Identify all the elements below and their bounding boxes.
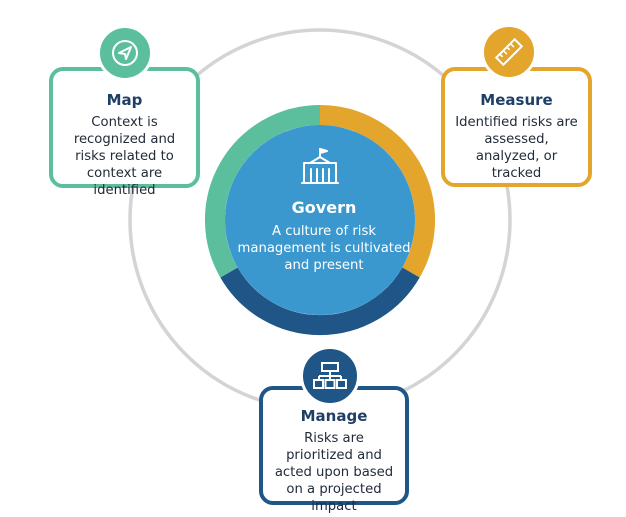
manage-description: Risks are prioritized and acted upon bas… bbox=[274, 431, 394, 514]
ruler-icon bbox=[494, 37, 524, 67]
manage-title: Manage bbox=[300, 407, 368, 425]
manage-card: Manage Risks are prioritized and acted u… bbox=[259, 386, 409, 514]
building-icon bbox=[301, 148, 339, 184]
hierarchy-icon bbox=[313, 362, 347, 389]
map-description: Context is recognized and risks related … bbox=[73, 115, 176, 198]
measure-badge bbox=[481, 24, 537, 80]
map-badge bbox=[97, 25, 153, 81]
govern-label: Govern A culture of risk management is c… bbox=[234, 198, 414, 274]
map-title: Map bbox=[106, 91, 143, 109]
ring-segment-map bbox=[205, 105, 321, 278]
map-card: Map Context is recognized and risks rela… bbox=[49, 67, 200, 198]
measure-title: Measure bbox=[480, 91, 553, 109]
measure-description: Identified risks are assessed, analyzed,… bbox=[455, 115, 578, 181]
ring-segment-manage bbox=[220, 267, 420, 336]
govern-circle bbox=[225, 125, 415, 315]
ring-segment-measure bbox=[319, 105, 435, 278]
govern-description: A culture of risk management is cultivat… bbox=[237, 224, 411, 273]
measure-card: Measure Identified risks are assessed, a… bbox=[441, 67, 592, 187]
navigation-arrow-icon bbox=[112, 40, 138, 66]
manage-badge bbox=[300, 346, 360, 406]
govern-title: Govern bbox=[291, 198, 357, 217]
